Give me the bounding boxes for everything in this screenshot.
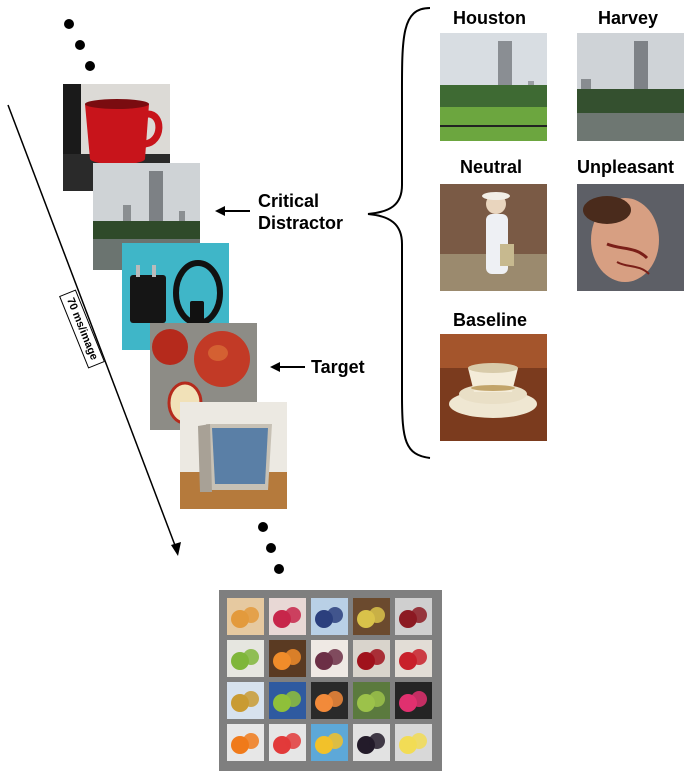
- grid-cell-dragonfruit[interactable]: [395, 682, 432, 719]
- ellipsis-dot: [266, 543, 276, 553]
- example-image-houston: [440, 33, 547, 141]
- ellipsis-dot: [258, 522, 268, 532]
- grid-cell-pears[interactable]: [353, 598, 390, 635]
- ellipsis-dot: [274, 564, 284, 574]
- target-label: Target: [311, 357, 365, 377]
- grid-cell-watermelon[interactable]: [269, 724, 306, 761]
- grid-cell-kiwi[interactable]: [269, 682, 306, 719]
- grid-cell-blueberries[interactable]: [311, 598, 348, 635]
- response-grid: [219, 590, 442, 771]
- grid-cell-apples[interactable]: [395, 640, 432, 677]
- category-label-unpleasant: Unpleasant: [577, 157, 675, 177]
- grid-cell-limes[interactable]: [227, 640, 264, 677]
- category-label-houston: Houston: [453, 8, 526, 28]
- ellipsis-dot: [85, 61, 95, 71]
- curly-brace: [367, 7, 431, 459]
- grid-cell-raspberries[interactable]: [269, 598, 306, 635]
- grid-cell-papaya[interactable]: [269, 640, 306, 677]
- grid-cell-pineapple[interactable]: [227, 682, 264, 719]
- grid-cell-peaches[interactable]: [311, 682, 348, 719]
- grid-cell-pomegranate[interactable]: [395, 598, 432, 635]
- example-image-unpleasant: [577, 184, 684, 291]
- grid-cell-banana[interactable]: [395, 724, 432, 761]
- grid-cell-orange[interactable]: [227, 724, 264, 761]
- example-image-harvey: [577, 33, 684, 141]
- ellipsis-dot: [75, 40, 85, 50]
- grid-cell-cherries[interactable]: [353, 640, 390, 677]
- grid-cell-blackberries[interactable]: [353, 724, 390, 761]
- grid-cell-melon[interactable]: [227, 598, 264, 635]
- ellipsis-dot: [64, 19, 74, 29]
- grid-cell-mango[interactable]: [311, 724, 348, 761]
- category-label-neutral: Neutral: [460, 157, 523, 177]
- category-label-baseline: Baseline: [453, 310, 528, 330]
- grid-cell-grapes[interactable]: [353, 682, 390, 719]
- example-image-neutral: [440, 184, 547, 291]
- stream-image-tablet-laptop: [180, 402, 287, 509]
- category-label-harvey: Harvey: [598, 8, 659, 28]
- example-image-baseline: [440, 334, 547, 441]
- critical-distractor-label: Critical Distractor: [258, 191, 344, 233]
- grid-cell-figs[interactable]: [311, 640, 348, 677]
